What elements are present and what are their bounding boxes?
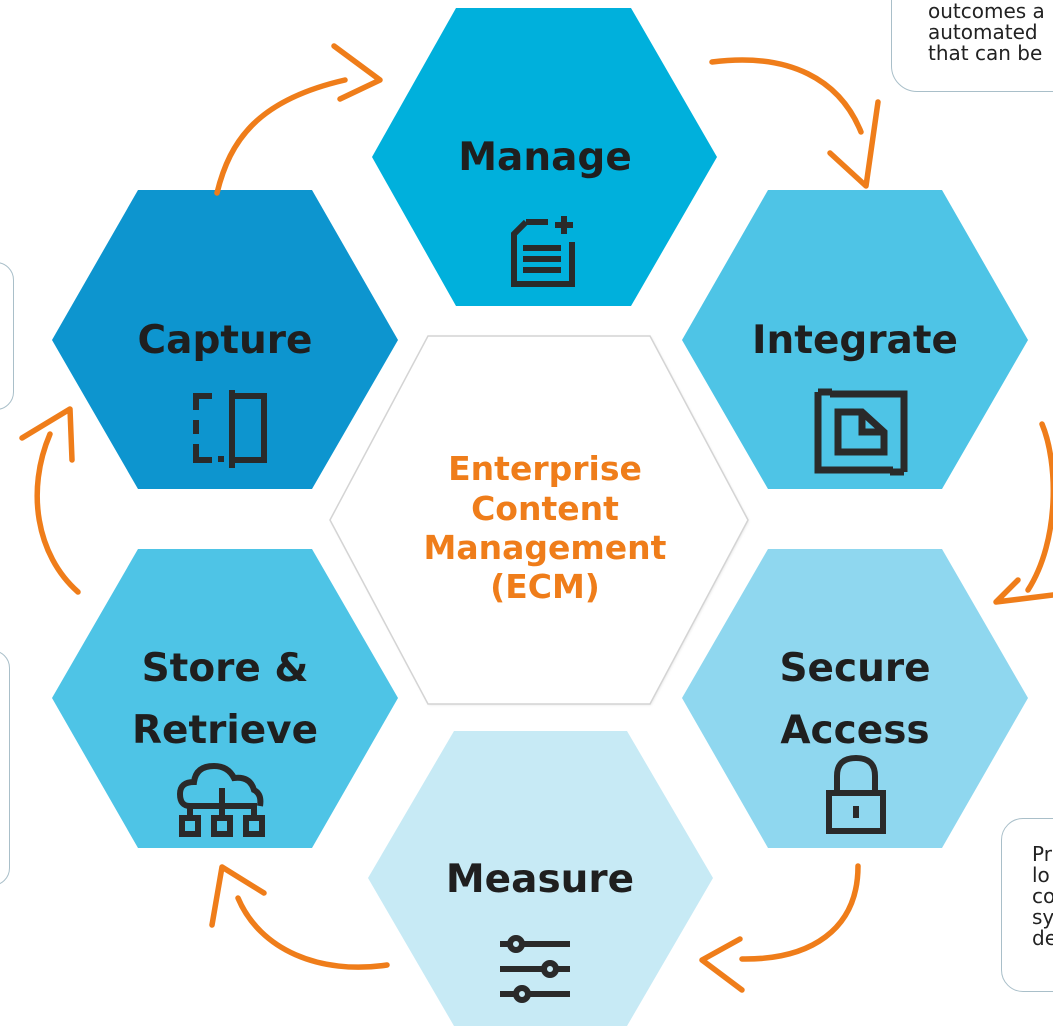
measure-label: Measure — [446, 857, 634, 902]
arrowhead-capture-to-manage — [331, 43, 383, 102]
center-hexagon: Enterprise Content Management (ECM) — [329, 335, 749, 705]
callout-top-line2: automated — [928, 20, 1038, 44]
stage-manage: Manage — [372, 8, 717, 306]
arrowhead-manage-to-integrate — [827, 99, 881, 189]
arrowhead-measure-to-store — [209, 864, 267, 928]
callout-bottom-line5: de — [1032, 926, 1053, 950]
stage-store-retrieve: Store & Retrieve — [52, 549, 398, 848]
arrowhead-secure-to-measure — [699, 936, 745, 993]
arrow-manage-to-integrate — [709, 57, 864, 135]
callout-top-line3: that can be — [928, 41, 1043, 65]
arrowhead-store-to-capture — [19, 406, 75, 463]
store-label-line2: Retrieve — [132, 708, 318, 753]
center-title-line1: Enterprise — [448, 449, 642, 488]
measure-hexagon — [368, 731, 713, 1026]
cloud-network-icon — [176, 762, 265, 837]
stage-integrate: Integrate — [682, 190, 1028, 489]
padlock-icon — [826, 754, 886, 834]
stage-capture: Capture — [52, 190, 398, 489]
callout-left-upper — [0, 262, 14, 410]
callout-bottom-line4: sy — [1032, 905, 1053, 929]
arrowhead-integrate-to-secure — [993, 577, 1053, 605]
center-title-line2: Content — [471, 489, 619, 528]
secure-hexagon — [682, 549, 1028, 848]
callout-bottom-line3: co — [1032, 884, 1053, 908]
cycle-arrows — [19, 43, 1053, 993]
stage-secure-access: Secure Access — [682, 549, 1028, 848]
store-hexagon — [52, 549, 398, 848]
callout-top-line1: outcomes a — [928, 0, 1045, 23]
integrate-label: Integrate — [752, 318, 958, 363]
integrate-hexagon — [682, 190, 1028, 489]
callout-top-right: outcomes a automated that can be — [891, 0, 1053, 92]
arrow-store-to-capture — [34, 431, 81, 595]
callout-bottom-line2: lo — [1032, 863, 1050, 887]
sliders-icon — [500, 935, 570, 1003]
capture-hexagon — [52, 190, 398, 489]
callout-bottom-right: Pr lo co sy de — [1001, 818, 1053, 992]
center-title-line4: (ECM) — [490, 567, 600, 606]
callout-bottom-line1: Pr — [1032, 842, 1052, 866]
arrow-secure-to-measure — [739, 863, 861, 962]
center-title-line3: Management — [424, 528, 667, 567]
integrate-document-icon — [814, 388, 908, 476]
secure-label-line2: Access — [780, 708, 929, 753]
document-add-icon — [511, 216, 575, 287]
manage-label: Manage — [458, 135, 632, 180]
secure-label-line1: Secure — [779, 646, 930, 691]
manage-hexagon — [372, 8, 717, 306]
arrow-capture-to-manage — [214, 77, 348, 196]
stage-measure: Measure — [368, 731, 713, 1026]
scan-capture-icon — [193, 390, 267, 468]
arrow-integrate-to-secure — [1025, 421, 1053, 593]
store-label-line1: Store & — [142, 646, 309, 691]
callout-left-lower — [0, 650, 10, 886]
capture-label: Capture — [138, 318, 313, 363]
arrow-measure-to-store — [235, 895, 390, 970]
